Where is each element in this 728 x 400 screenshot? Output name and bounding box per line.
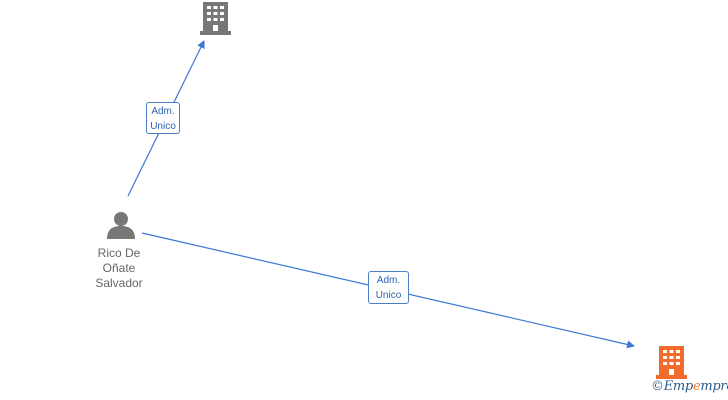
watermark-text-end: mpresia (700, 379, 728, 394)
edge-label-top: Adm. Unico (146, 102, 180, 134)
watermark-text-start: Emp (663, 379, 694, 394)
watermark: ©Empempresia (651, 379, 728, 394)
person-name[interactable]: Rico De Oñate Salvador (74, 246, 164, 291)
edge-label-line: Unico (375, 290, 402, 301)
edge-label-bottom: Adm. Unico (368, 271, 409, 304)
edge-label-line: Adm. (376, 275, 401, 286)
person-icon[interactable] (107, 212, 135, 239)
edge-label-line: Unico (150, 121, 176, 132)
person-name-line: Rico De (97, 246, 141, 260)
building-icon[interactable] (200, 2, 231, 35)
watermark-accent: e (692, 379, 701, 394)
person-name-line: Salvador (95, 276, 143, 290)
edge-label-line: Adm. (151, 106, 175, 117)
copyright-symbol: © (651, 379, 664, 394)
building-icon[interactable] (656, 346, 687, 379)
person-name-line: Oñate (102, 261, 136, 275)
